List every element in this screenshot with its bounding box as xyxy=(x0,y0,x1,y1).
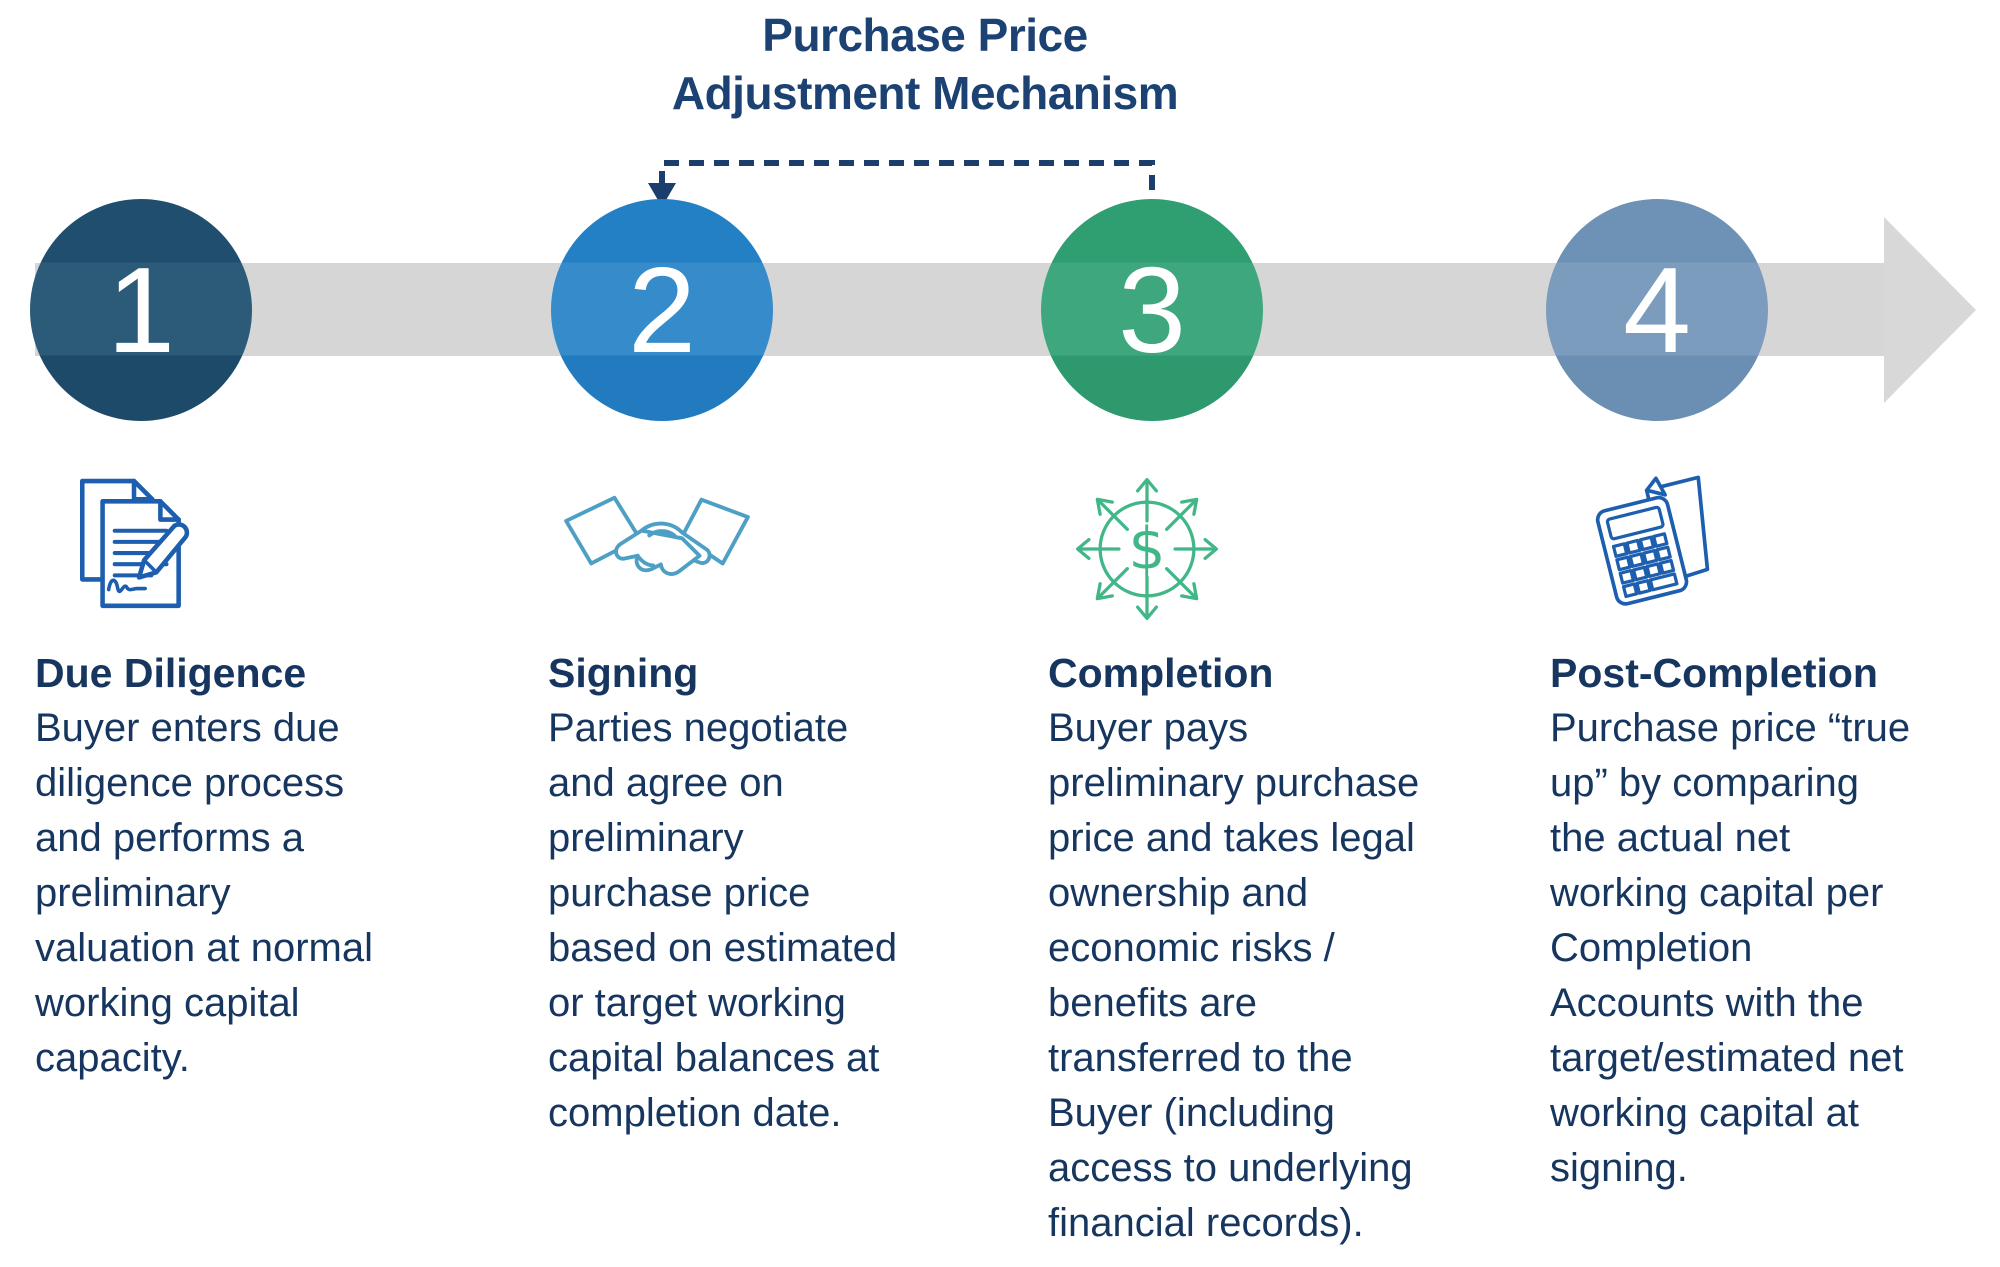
signed-documents-icon xyxy=(80,478,190,609)
step-circle-2: 2 xyxy=(551,199,773,421)
handshake-icon xyxy=(564,495,750,576)
step-number-3: 3 xyxy=(1118,242,1186,378)
dollar-distribution-icon: $ xyxy=(1075,477,1219,621)
step-4-heading: Post-Completion xyxy=(1550,650,1878,696)
dollar-sign-glyph: $ xyxy=(1129,515,1166,583)
timeline-arrowhead-icon xyxy=(1884,217,1976,403)
step-3-heading: Completion xyxy=(1048,650,1274,696)
step-number-2: 2 xyxy=(628,242,696,378)
step-number-1: 1 xyxy=(107,242,175,378)
bracket-down-arrow-icon xyxy=(648,183,676,207)
step-4-description: Purchase price “true up” by comparing th… xyxy=(1550,706,1911,1190)
bracket-dashed-line xyxy=(659,160,1155,198)
step-4-text-block: Post-Completion Purchase price “true up”… xyxy=(1550,645,2000,1196)
step-number-4: 4 xyxy=(1623,242,1691,378)
calculator-document-icon xyxy=(1595,475,1710,606)
step-1-heading: Due Diligence xyxy=(35,650,307,696)
step-2-description: Parties negotiate and agree on prelimina… xyxy=(548,706,898,1135)
step-circle-1: 1 xyxy=(30,199,252,421)
step-circle-3: 3 xyxy=(1041,199,1263,421)
diagram-title: Purchase Price Adjustment Mechanism xyxy=(671,9,1179,119)
step-2-text-block: Signing Parties negotiate and agree on p… xyxy=(548,645,1028,1141)
adjustment-bracket-connector xyxy=(648,160,1155,207)
step-1-description: Buyer enters due diligence process and p… xyxy=(35,706,373,1080)
step-circle-4: 4 xyxy=(1546,199,1768,421)
step-3-description: Buyer pays preliminary purchase price an… xyxy=(1048,706,1420,1245)
step-3-text-block: Completion Buyer pays preliminary purcha… xyxy=(1048,645,1528,1251)
step-1-text-block: Due Diligence Buyer enters due diligence… xyxy=(35,645,515,1086)
step-2-heading: Signing xyxy=(548,650,699,696)
